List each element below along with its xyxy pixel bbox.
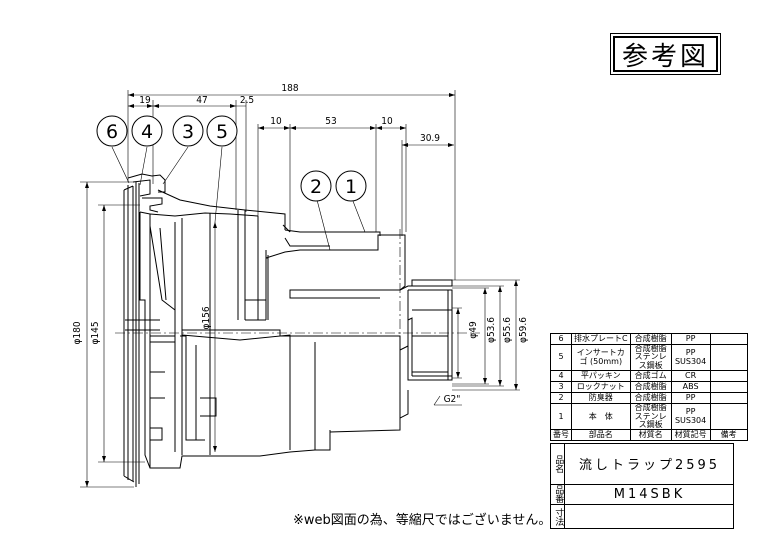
part-code: PP <box>670 392 711 405</box>
part-name: 排水プレートC <box>571 333 631 345</box>
parts-table: 6 排水プレートC 合成樹脂 PP 5 インサートカゴ (50mm) 合成樹脂 … <box>550 333 748 442</box>
part-name: 平パッキン <box>571 370 631 383</box>
reference-drawing-stamp: 参考図 <box>610 33 721 75</box>
part-material: 合成樹脂 ステンレス鋼板 <box>629 403 672 431</box>
part-no: 2 <box>550 392 572 405</box>
title-block-row-divider <box>550 484 734 485</box>
part-note <box>709 403 748 431</box>
scale-note: ※web図面の為、等縮尺ではございません。 <box>293 513 552 528</box>
table-row: 4 平パッキン 合成ゴム CR <box>550 370 748 383</box>
sink-flange-outline <box>123 185 135 483</box>
product-name-label: 品名 <box>553 454 564 473</box>
part-note <box>709 343 748 372</box>
part-code: ABS <box>670 381 711 394</box>
part-no: 3 <box>550 381 572 394</box>
product-code-label: 品番 <box>553 485 564 503</box>
part-no: 5 <box>550 343 572 372</box>
table-row: 5 インサートカゴ (50mm) 合成樹脂 ステンレス鋼板 PP SUS304 <box>550 343 748 372</box>
dim-overall-188: 188 <box>281 83 298 94</box>
header-code: 材質記号 <box>670 429 711 442</box>
part-name: ロックナット <box>571 381 631 394</box>
table-row: 3 ロックナット 合成樹脂 ABS <box>550 381 748 394</box>
part-code: PP SUS304 <box>670 403 711 431</box>
part-name: 本 体 <box>571 403 631 431</box>
dim-phi59-6: φ59.6 <box>518 317 529 343</box>
header-material: 材質名 <box>629 429 672 442</box>
header-note: 備考 <box>709 429 748 442</box>
dim-phi145: φ145 <box>90 321 101 344</box>
part-material: 合成樹脂 <box>629 381 672 394</box>
part-no: 4 <box>550 370 572 383</box>
dim-47: 47 <box>196 95 207 106</box>
balloon-1: 1 <box>345 176 357 198</box>
part-note <box>709 392 748 405</box>
table-row: 6 排水プレートC 合成樹脂 PP <box>550 333 748 345</box>
part-no: 1 <box>550 403 572 431</box>
dim-phi53-6: φ53.6 <box>486 317 497 343</box>
part-material: 合成樹脂 <box>629 333 672 345</box>
part-note <box>709 381 748 394</box>
table-row: 1 本 体 合成樹脂 ステンレス鋼板 PP SUS304 <box>550 403 748 431</box>
part-note <box>709 370 748 383</box>
dim-10a: 10 <box>270 116 282 127</box>
header-no: 番号 <box>550 429 572 442</box>
dimension-value <box>565 504 734 529</box>
part-code: PP <box>670 333 711 345</box>
balloon-2: 2 <box>310 176 322 198</box>
balloon-3: 3 <box>182 121 194 143</box>
title-block-divider <box>550 443 565 529</box>
dim-phi156: φ156 <box>201 306 212 329</box>
dimension-label: 寸法 <box>553 507 564 526</box>
balloon-5: 5 <box>216 121 228 143</box>
outlet-pipe <box>399 279 453 291</box>
balloon-6: 6 <box>106 121 118 143</box>
dim-10b: 10 <box>381 116 393 127</box>
dim-phi180: φ180 <box>72 321 83 344</box>
table-header-row: 番号 部品名 材質名 材質記号 備考 <box>550 429 748 442</box>
part-name: 防臭器 <box>571 392 631 405</box>
dim-53: 53 <box>325 116 336 127</box>
dim-phi49: φ49 <box>468 321 479 339</box>
header-name: 部品名 <box>571 429 631 442</box>
part-code: CR <box>670 370 711 383</box>
balloon-4: 4 <box>141 121 153 143</box>
dim-2-5: 2.5 <box>240 95 254 106</box>
part-note <box>709 333 748 345</box>
part-material: 合成ゴム <box>629 370 672 383</box>
product-name-value: 流しトラップ2595 <box>578 458 721 473</box>
product-code-value: M14SBK <box>613 486 686 502</box>
part-code: PP SUS304 <box>670 343 711 372</box>
part-no: 6 <box>550 333 572 345</box>
dim-phi55-6: φ55.6 <box>502 317 513 343</box>
dim-19: 19 <box>139 95 151 106</box>
part-name: インサートカゴ (50mm) <box>571 343 631 372</box>
title-block-row-divider <box>550 504 734 505</box>
dim-30-9: 30.9 <box>420 133 440 144</box>
part-material: 合成樹脂 ステンレス鋼板 <box>629 343 672 372</box>
dim-thread-g2: G2" <box>444 394 461 405</box>
trap-riser <box>265 234 406 299</box>
